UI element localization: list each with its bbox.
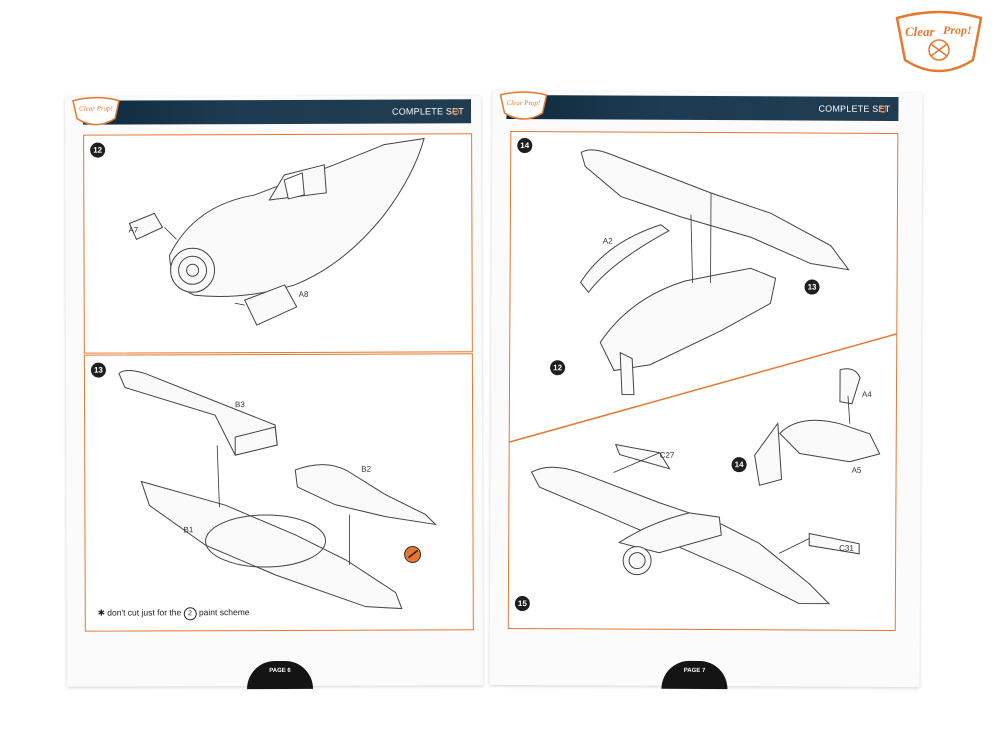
- part-c27-label: C27: [659, 450, 675, 460]
- asterisk-icon: ✱: [97, 607, 105, 618]
- clear-prop-logo: Clear Prop!: [895, 10, 983, 73]
- step-12-panel: 12 A7 A8: [83, 133, 473, 354]
- instruction-page-left: Clear Prop! COMPLETE SET 12 A7 A8: [64, 95, 484, 690]
- svg-text:Clear Prop!: Clear Prop!: [79, 105, 113, 113]
- asterisk-note: ✱ don't cut just for the 2 paint scheme: [98, 607, 250, 621]
- svg-text:Clear: Clear: [905, 24, 936, 39]
- wing-assembly-drawing: [118, 370, 437, 610]
- part-b2-label: B2: [361, 464, 372, 474]
- page-7-tab: PAGE 7: [661, 660, 728, 690]
- note-text: don't cut just for the: [107, 607, 182, 618]
- part-b1-label: B1: [183, 525, 194, 535]
- part-a2-label: A2: [602, 236, 613, 246]
- step-13-panel: 13 B3 B2 B1 ✱ don't cut just for the 2 p…: [83, 353, 474, 632]
- step-14-ref-badge: 14: [731, 457, 747, 473]
- part-c31-label: C31: [839, 543, 854, 553]
- orange-dot: [879, 105, 887, 113]
- steps-14-15-panel: 14 13 12 14 15 A2 A4 A5 C27 C31: [507, 130, 899, 631]
- part-a5-label: A5: [851, 465, 862, 475]
- clear-prop-small-logo: Clear Prop!: [499, 91, 548, 120]
- clear-prop-small-logo: Clear Prop!: [72, 96, 120, 126]
- instruction-page-right: Clear Prop! COMPLETE SET: [489, 90, 923, 690]
- step-14-badge: 14: [517, 138, 533, 154]
- part-a7-label: A7: [128, 225, 139, 235]
- step-13-ref-badge: 13: [804, 279, 820, 295]
- orange-dot: [452, 108, 460, 116]
- svg-text:Clear Prop!: Clear Prop!: [506, 99, 540, 107]
- fuselage-nose-drawing: [128, 137, 425, 326]
- step-12-ref-badge: 12: [550, 360, 566, 376]
- step-15-badge: 15: [514, 596, 530, 612]
- svg-text:Prop!: Prop!: [943, 23, 972, 37]
- part-b3-label: B3: [235, 400, 245, 410]
- note-suffix: paint scheme: [198, 607, 250, 618]
- part-a4-label: A4: [861, 389, 872, 399]
- part-a8-label: A8: [298, 289, 309, 299]
- diagonal-divider: [509, 149, 897, 605]
- page-6-tab: PAGE 6: [246, 660, 314, 690]
- scheme-number: 2: [183, 607, 197, 621]
